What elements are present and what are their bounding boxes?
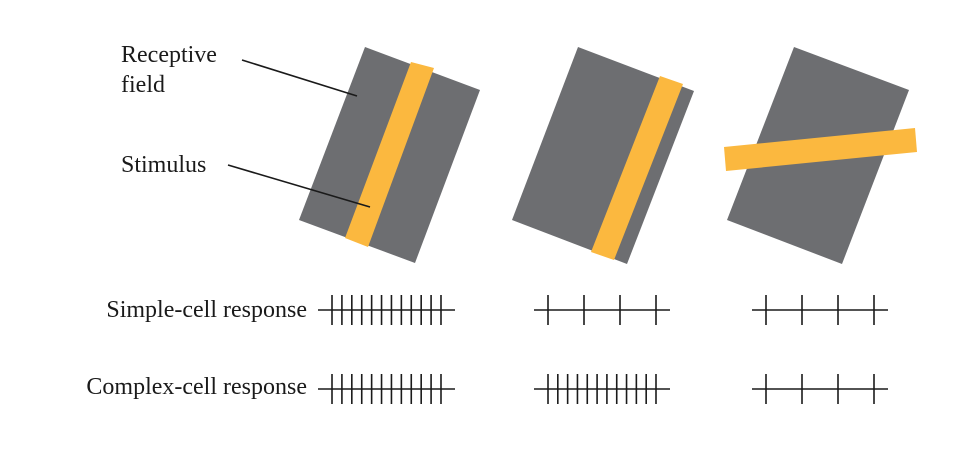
stimulus-bar-2 — [591, 76, 683, 260]
receptive-field-label-line1: Receptive — [121, 42, 217, 68]
complex-cell-spike-trains — [318, 374, 888, 404]
stimulus-bar-3 — [724, 128, 917, 171]
complex-cell-train-3 — [752, 374, 888, 404]
simple-cell-spike-trains — [318, 295, 888, 325]
complex-cell-response-label: Complex-cell response — [86, 374, 307, 400]
stimulus-bar-1 — [345, 62, 434, 247]
panel-1 — [299, 47, 480, 263]
simple-cell-response-label: Simple-cell response — [106, 297, 307, 323]
panel-3 — [724, 47, 917, 264]
panel-2 — [512, 47, 694, 264]
stimulus-label: Stimulus — [121, 152, 206, 178]
receptive-field-2 — [512, 47, 694, 264]
receptive-field-label: Receptive field — [121, 42, 223, 98]
receptive-field-label-line2: field — [121, 72, 165, 98]
simple-cell-train-2 — [534, 295, 670, 325]
complex-cell-train-2 — [534, 374, 670, 404]
simple-cell-train-1 — [318, 295, 455, 325]
complex-cell-train-1 — [318, 374, 455, 404]
stimulus-leader-line — [227, 164, 371, 208]
simple-cell-train-3 — [752, 295, 888, 325]
receptive-field-leader-line — [241, 59, 358, 97]
